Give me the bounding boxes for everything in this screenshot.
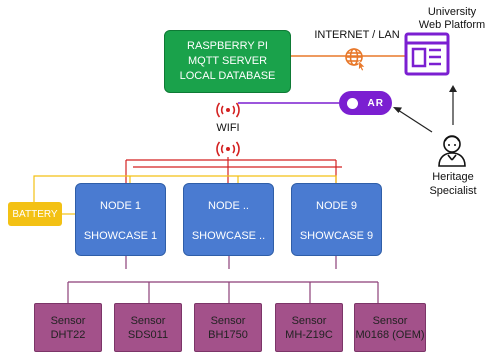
sensor-5-label: Sensor: [372, 314, 408, 327]
server-line-2: MQTT SERVER: [187, 55, 268, 67]
arrow-left-icon: [393, 107, 433, 133]
wifi-label: WIFI: [216, 122, 240, 134]
sensor-3-model: BH1750: [208, 328, 248, 341]
sensor-2: Sensor SDS011: [114, 303, 182, 352]
platform-line-2: Web Platform: [418, 19, 486, 31]
web-platform-icon: [404, 32, 450, 76]
sensor-3-label: Sensor: [210, 314, 246, 327]
platform-line-1: University: [427, 6, 477, 18]
sensor-3: Sensor BH1750: [194, 303, 262, 352]
ar-badge: AR: [339, 91, 392, 115]
globe-icon: [345, 48, 366, 72]
node-1: NODE 1 SHOWCASE 1: [75, 183, 166, 256]
ar-dot-icon: [347, 97, 358, 109]
ar-badge-label: AR: [367, 97, 384, 109]
node-3-name: NODE 9: [316, 199, 357, 212]
server-line-1: RASPBERRY PI: [187, 40, 268, 52]
sensor-4: Sensor MH-Z19C: [275, 303, 343, 352]
battery-label: BATTERY: [12, 208, 58, 220]
sensor-1: Sensor DHT22: [34, 303, 102, 352]
node-3: NODE 9 SHOWCASE 9: [291, 183, 382, 256]
battery-line-1: [33, 175, 337, 202]
sensor-2-model: SDS011: [127, 328, 169, 341]
sensor-1-model: DHT22: [50, 328, 86, 341]
person-icon: [438, 135, 466, 167]
node-1-name: NODE 1: [100, 199, 141, 212]
sensor-5-model: M0168 (OEM): [355, 328, 425, 341]
node-2-showcase: SHOWCASE ..: [191, 229, 266, 242]
sensor-5: Sensor M0168 (OEM): [354, 303, 426, 352]
wifi-icon: [216, 141, 240, 157]
node-3-showcase: SHOWCASE 9: [299, 229, 374, 242]
specialist-label: Heritage Specialist: [418, 170, 488, 198]
battery-box: BATTERY: [8, 202, 62, 226]
sensor-4-model: MH-Z19C: [285, 328, 333, 341]
platform-label: University Web Platform: [413, 6, 491, 32]
wifi-icon: [216, 102, 240, 118]
node-1-showcase: SHOWCASE 1: [83, 229, 158, 242]
internet-label: INTERNET / LAN: [314, 29, 400, 41]
sensor-1-label: Sensor: [50, 314, 86, 327]
arrow-up-icon: [449, 85, 457, 125]
sensor-4-label: Sensor: [291, 314, 327, 327]
sensor-2-label: Sensor: [130, 314, 166, 327]
specialist-line-2: Specialist: [429, 185, 477, 197]
node-2: NODE .. SHOWCASE ..: [183, 183, 274, 256]
node-2-name: NODE ..: [208, 199, 249, 212]
server-box: RASPBERRY PI MQTT SERVER LOCAL DATABASE: [164, 30, 291, 93]
specialist-line-1: Heritage: [432, 171, 474, 183]
server-line-3: LOCAL DATABASE: [179, 70, 276, 82]
